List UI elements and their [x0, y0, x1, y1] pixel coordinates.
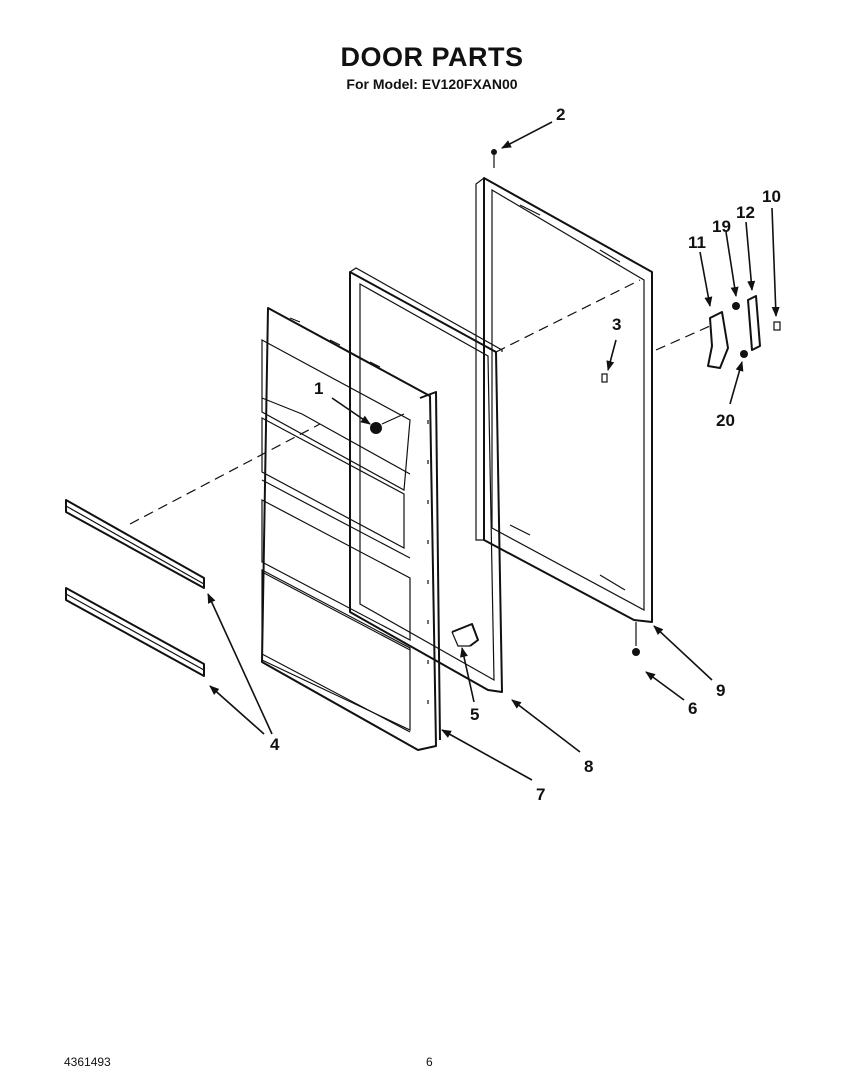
leader-8	[511, 699, 581, 753]
callout-11: 11	[688, 233, 706, 252]
document-number: 4361493	[64, 1055, 111, 1069]
leader-12	[745, 221, 756, 291]
leader-1	[331, 397, 371, 425]
leader-4a	[207, 593, 273, 735]
leader-9	[653, 625, 713, 681]
page-title: DOOR PARTS	[340, 42, 524, 72]
page-number: 6	[426, 1055, 433, 1069]
callout-9: 9	[716, 681, 725, 700]
leader-19	[725, 231, 739, 297]
leader-6	[645, 671, 685, 701]
door-gasket	[349, 267, 503, 693]
door-panel	[475, 177, 653, 623]
bracket-5	[451, 623, 479, 647]
callout-20: 20	[716, 411, 735, 430]
callout-1: 1	[314, 379, 323, 398]
callout-6: 6	[688, 699, 697, 718]
callout-10: 10	[762, 187, 781, 206]
door-liner	[261, 307, 441, 751]
model-subtitle: For Model: EV120FXAN00	[346, 76, 518, 92]
callout-4: 4	[270, 735, 280, 754]
leader-4b	[209, 685, 265, 735]
callout-5: 5	[470, 705, 479, 724]
leader-7	[441, 729, 533, 781]
leader-3	[606, 339, 617, 371]
alignment-line-top	[495, 279, 641, 353]
plug-3	[601, 373, 608, 383]
leader-2	[501, 121, 553, 149]
callout-8: 8	[584, 757, 593, 776]
callout-19: 19	[712, 217, 731, 236]
screw-2	[491, 149, 497, 168]
leader-10	[771, 207, 780, 317]
callout-3: 3	[612, 315, 621, 334]
shelf-bar-upper	[65, 499, 205, 589]
bushing-6	[632, 622, 640, 656]
alignment-line-shelf	[129, 423, 321, 525]
callout-12: 12	[736, 203, 755, 222]
hinge-assembly	[707, 295, 781, 369]
callout-7: 7	[536, 785, 545, 804]
alignment-line-hinge	[655, 325, 711, 351]
screw-1	[370, 413, 405, 434]
leader-11	[699, 251, 713, 307]
shelf-bar-lower	[65, 587, 205, 677]
leader-20	[729, 361, 744, 405]
callout-2: 2	[556, 105, 565, 124]
leader-5	[460, 647, 475, 703]
